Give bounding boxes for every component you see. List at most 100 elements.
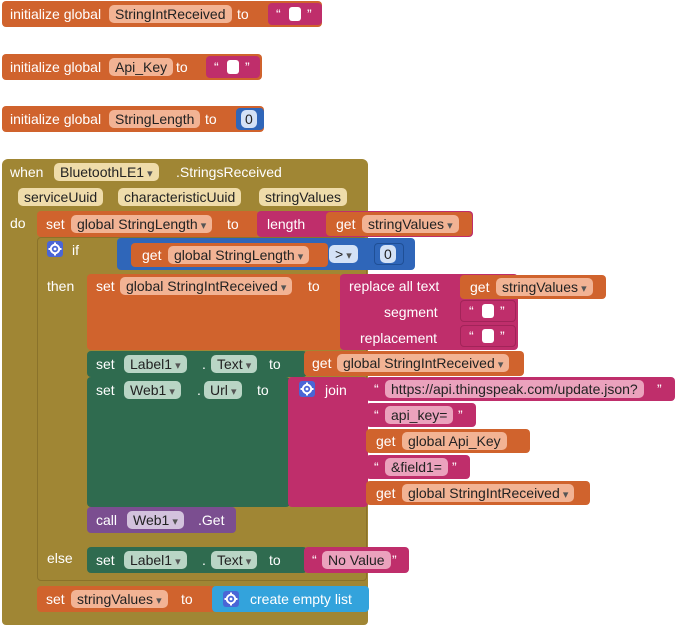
text-field[interactable]: api_key= bbox=[385, 406, 454, 424]
gear-icon[interactable] bbox=[299, 381, 315, 397]
variable-dropdown[interactable]: global StringIntReceived bbox=[337, 354, 510, 372]
when-keyword: when bbox=[10, 164, 44, 180]
property-dropdown[interactable]: Text bbox=[211, 355, 258, 373]
init-global-keyword: initialize global bbox=[10, 59, 102, 75]
init-global-keyword: initialize global bbox=[10, 111, 102, 127]
text-input-empty[interactable] bbox=[289, 7, 301, 21]
join-block[interactable]: join bbox=[288, 377, 368, 507]
number-block[interactable]: 0 bbox=[236, 108, 264, 130]
if-keyword: if bbox=[72, 242, 79, 258]
quote-close: ” bbox=[500, 328, 505, 344]
call-web1-get[interactable]: call Web1 .Get bbox=[87, 507, 236, 533]
to-label: to bbox=[257, 382, 269, 398]
quote-close: ” bbox=[657, 381, 662, 397]
quote-open: “ bbox=[374, 407, 379, 423]
empty-text-block[interactable]: “ ” bbox=[206, 56, 260, 78]
set-global-stringintreceived[interactable]: set global StringIntReceived to bbox=[87, 274, 342, 350]
variable-dropdown[interactable]: stringValues bbox=[496, 278, 593, 296]
set-keyword: set bbox=[96, 356, 115, 372]
call-keyword: call bbox=[96, 512, 118, 528]
set-global-stringlength[interactable]: set global StringLength to bbox=[37, 211, 259, 237]
get-stringvalues[interactable]: get stringValues bbox=[460, 275, 606, 299]
segment-text-block[interactable]: “ ” bbox=[460, 300, 516, 322]
quote-close: ” bbox=[500, 303, 505, 319]
quote-open: “ bbox=[469, 328, 474, 344]
gear-icon[interactable] bbox=[47, 241, 63, 257]
dot-separator: . bbox=[202, 552, 206, 568]
param-stringvalues[interactable]: stringValues bbox=[259, 188, 348, 206]
init-global-keyword: initialize global bbox=[10, 6, 102, 22]
quote-open: “ bbox=[374, 459, 379, 475]
quote-close: ” bbox=[452, 459, 457, 475]
set-keyword: set bbox=[96, 382, 115, 398]
create-empty-list-block[interactable]: create empty list bbox=[212, 586, 369, 612]
get-global-stringlength[interactable]: get global StringLength bbox=[131, 243, 328, 267]
set-keyword: set bbox=[46, 591, 65, 607]
set-label1-text-else[interactable]: set Label1 . Text to bbox=[87, 547, 307, 573]
set-keyword: set bbox=[96, 278, 115, 294]
text-block-field1[interactable]: “ &field1= ” bbox=[366, 455, 470, 479]
operator-dropdown[interactable]: > bbox=[329, 245, 358, 263]
text-input-empty[interactable] bbox=[227, 60, 239, 74]
component-dropdown[interactable]: Web1 bbox=[124, 381, 181, 399]
quote-close: ” bbox=[245, 59, 250, 75]
component-dropdown[interactable]: Label1 bbox=[124, 551, 187, 569]
component-dropdown[interactable]: Web1 bbox=[127, 511, 184, 529]
else-keyword: else bbox=[47, 550, 73, 566]
get-global-api-key[interactable]: get global Api_Key bbox=[366, 429, 530, 453]
variable-field[interactable]: global Api_Key bbox=[402, 432, 507, 450]
property-dropdown[interactable]: Text bbox=[211, 551, 258, 569]
param-characteristicuuid[interactable]: characteristicUuid bbox=[118, 188, 242, 206]
to-label: to bbox=[308, 278, 320, 294]
get-global-stringintreceived[interactable]: get global StringIntReceived bbox=[366, 481, 590, 505]
global-name-field[interactable]: StringIntReceived bbox=[109, 5, 232, 23]
global-init-stringlength[interactable]: initialize global StringLength to 0 bbox=[2, 106, 264, 132]
set-label1-text[interactable]: set Label1 . Text to bbox=[87, 351, 307, 377]
quote-open: “ bbox=[374, 381, 379, 397]
number-field[interactable]: 0 bbox=[380, 245, 396, 263]
quote-open: “ bbox=[276, 6, 281, 22]
text-block-api-key[interactable]: “ api_key= ” bbox=[366, 403, 476, 427]
global-name-field[interactable]: Api_Key bbox=[109, 58, 174, 76]
set-stringvalues[interactable]: set stringValues to bbox=[37, 586, 215, 612]
variable-dropdown[interactable]: global StringIntReceived bbox=[402, 484, 575, 502]
text-field[interactable]: No Value bbox=[322, 551, 391, 569]
method-name: .Get bbox=[198, 512, 225, 528]
quote-close: ” bbox=[458, 407, 463, 423]
variable-dropdown[interactable]: stringValues bbox=[362, 215, 459, 233]
get-global-stringintreceived[interactable]: get global StringIntReceived bbox=[304, 351, 524, 376]
get-keyword: get bbox=[336, 216, 356, 232]
get-stringvalues[interactable]: get stringValues bbox=[326, 212, 472, 236]
variable-dropdown[interactable]: global StringLength bbox=[168, 246, 310, 264]
text-field[interactable]: https://api.thingspeak.com/update.json? bbox=[385, 380, 644, 398]
number-field[interactable]: 0 bbox=[241, 110, 257, 128]
text-block-url[interactable]: “ https://api.thingspeak.com/update.json… bbox=[366, 377, 675, 401]
text-field[interactable]: &field1= bbox=[385, 458, 448, 476]
replacement-text-block[interactable]: “ ” bbox=[460, 325, 516, 347]
text-input[interactable] bbox=[482, 304, 494, 318]
param-serviceuuid[interactable]: serviceUuid bbox=[18, 188, 104, 206]
set-web1-url[interactable]: set Web1 . Url to bbox=[87, 377, 290, 507]
to-label: to bbox=[269, 552, 281, 568]
variable-dropdown[interactable]: global StringIntReceived bbox=[120, 277, 293, 295]
create-empty-list-label: create empty list bbox=[250, 591, 352, 607]
empty-text-block[interactable]: “ ” bbox=[268, 3, 322, 25]
global-name-field[interactable]: StringLength bbox=[109, 110, 201, 128]
set-keyword: set bbox=[46, 216, 65, 232]
replace-keyword: replace all text bbox=[349, 278, 440, 294]
get-keyword: get bbox=[376, 485, 396, 501]
number-block[interactable]: 0 bbox=[374, 243, 404, 265]
to-label: to bbox=[269, 356, 281, 372]
global-init-stringintreceived[interactable]: initialize global StringIntReceived to “… bbox=[2, 1, 322, 27]
global-init-api-key[interactable]: initialize global Api_Key to “ ” bbox=[2, 54, 262, 80]
variable-dropdown[interactable]: stringValues bbox=[71, 590, 168, 608]
do-keyword: do bbox=[10, 215, 26, 231]
component-dropdown[interactable]: BluetoothLE1 bbox=[54, 163, 159, 181]
event-name: .StringsReceived bbox=[176, 164, 282, 180]
gear-icon[interactable] bbox=[223, 591, 239, 607]
variable-dropdown[interactable]: global StringLength bbox=[71, 215, 213, 233]
text-input-empty[interactable] bbox=[482, 329, 494, 343]
property-dropdown[interactable]: Url bbox=[204, 381, 243, 399]
text-block-no-value[interactable]: “ No Value ” bbox=[304, 547, 409, 573]
component-dropdown[interactable]: Label1 bbox=[124, 355, 187, 373]
